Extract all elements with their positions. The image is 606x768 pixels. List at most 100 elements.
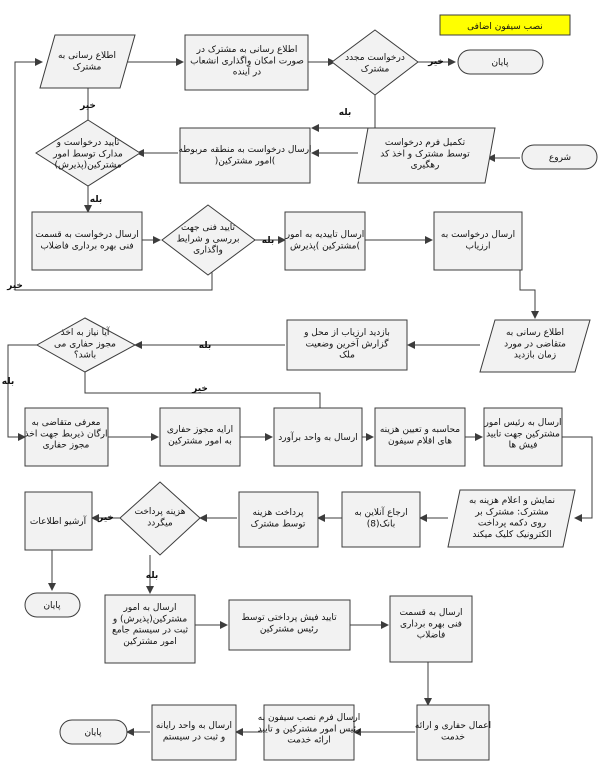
label-line: بررسی و شرایط (177, 234, 240, 244)
label-line: ارایه مجوز حفاری (167, 425, 233, 435)
label-line: اطلاع رسانی به (58, 51, 116, 61)
label-line: ارزیاب (466, 241, 491, 251)
diagram-title-text: نصب سیفون اضافی (467, 22, 543, 32)
edge-label-yes: بله (90, 195, 103, 205)
edge-label-no: خیر (6, 281, 23, 291)
label-line: محاسبه و تعیین هزینه (380, 425, 460, 435)
node-end2-text: پایان (43, 601, 61, 611)
label-line: ارگان ذیربط جهت اخذ (25, 427, 108, 439)
label-line: پایان (84, 728, 102, 738)
label-line: زمان بازدید (514, 351, 556, 361)
label-line: ثبت در سیستم جامع (112, 626, 188, 636)
label-line: ارسال به رئیس امور (484, 418, 562, 428)
label-line: گزارش آخرین وضعیت (305, 337, 389, 349)
edge-label-yes: بله (2, 377, 15, 387)
label-line: پایان (491, 58, 509, 68)
node-end1-text: پایان (491, 58, 509, 68)
label-line: خدمت (441, 732, 465, 742)
node-send-estimate: ارسال به واحد برآورد (273, 407, 363, 467)
label-line: نمایش و اعلام هزینه به (469, 496, 555, 506)
node-send-estimate-text: ارسال به واحد برآورد (278, 431, 357, 443)
label-line: فاضلاب (417, 631, 446, 641)
edge-label-no: خیر (191, 384, 208, 394)
label-line: آرشیو اطلاعات (30, 515, 87, 527)
label-line: ارسال درخواست به منطقه مربوطه (178, 145, 311, 155)
label-line: ارسال تاییدیه به امور (285, 230, 364, 240)
label-line: اعمال حفاری و ارائه (415, 721, 491, 731)
label-line: مشترک (361, 63, 390, 74)
edge-label-no: خیر (79, 101, 96, 111)
label-line: رهگیری (411, 159, 440, 171)
label-line: فنی بهره برداری فاضلاب (40, 241, 133, 251)
label-line: ارسال درخواست به قسمت (35, 230, 138, 240)
node-start: شروع (521, 144, 598, 170)
label-line: تایید درخواست و (56, 138, 120, 148)
label-line: ارسال به واحد رایانه (156, 721, 232, 731)
label-line: امور مشترکین (123, 637, 177, 647)
label-line: مجوز حفاری (43, 441, 90, 451)
label-line: ارسال به قسمت (399, 608, 462, 618)
label-line: مدارک توسط امور (52, 148, 123, 159)
node-start-text: شروع (549, 153, 571, 163)
label-line: مجوز حفاری می (54, 339, 116, 349)
label-line: مشترک (73, 61, 102, 72)
label-line: اطلاع رسانی به مشترک در (196, 44, 298, 55)
label-line: الکترونیک کلیک میکند (472, 530, 551, 540)
label-line: رئیس امور مشترکین و تایید (258, 724, 361, 734)
label-line: به امور مشترکین (168, 436, 232, 446)
label-line: واگذاری (193, 244, 223, 256)
edge-label-yes: بله (339, 108, 352, 118)
node-send-region-text: ارسال درخواست به منطقه مربوطه)امور مشترک… (178, 145, 311, 166)
label-line: مشترکین جهت تایید (486, 429, 560, 439)
edge-label-yes: بله (199, 341, 212, 351)
label-line: ارسال به امور (122, 603, 176, 613)
label-line: مشترکین(پذیرش) و (112, 614, 187, 624)
label-line: مشترکین(پذیرش) (54, 161, 121, 171)
label-line: باشد؟ (74, 351, 96, 361)
label-line: )امور مشترکین( (215, 156, 276, 166)
label-line: رئیس مشترکین (260, 624, 318, 634)
edge-label-no: خیر (427, 57, 444, 67)
label-line: شروع (549, 153, 571, 163)
label-line: تایید فنی جهت (181, 223, 235, 233)
node-end3-text: پایان (84, 728, 102, 738)
label-line: هزینه پرداخت (135, 507, 186, 517)
label-line: معرفی متقاضی به (32, 418, 101, 428)
node-end1: پایان (457, 49, 544, 75)
